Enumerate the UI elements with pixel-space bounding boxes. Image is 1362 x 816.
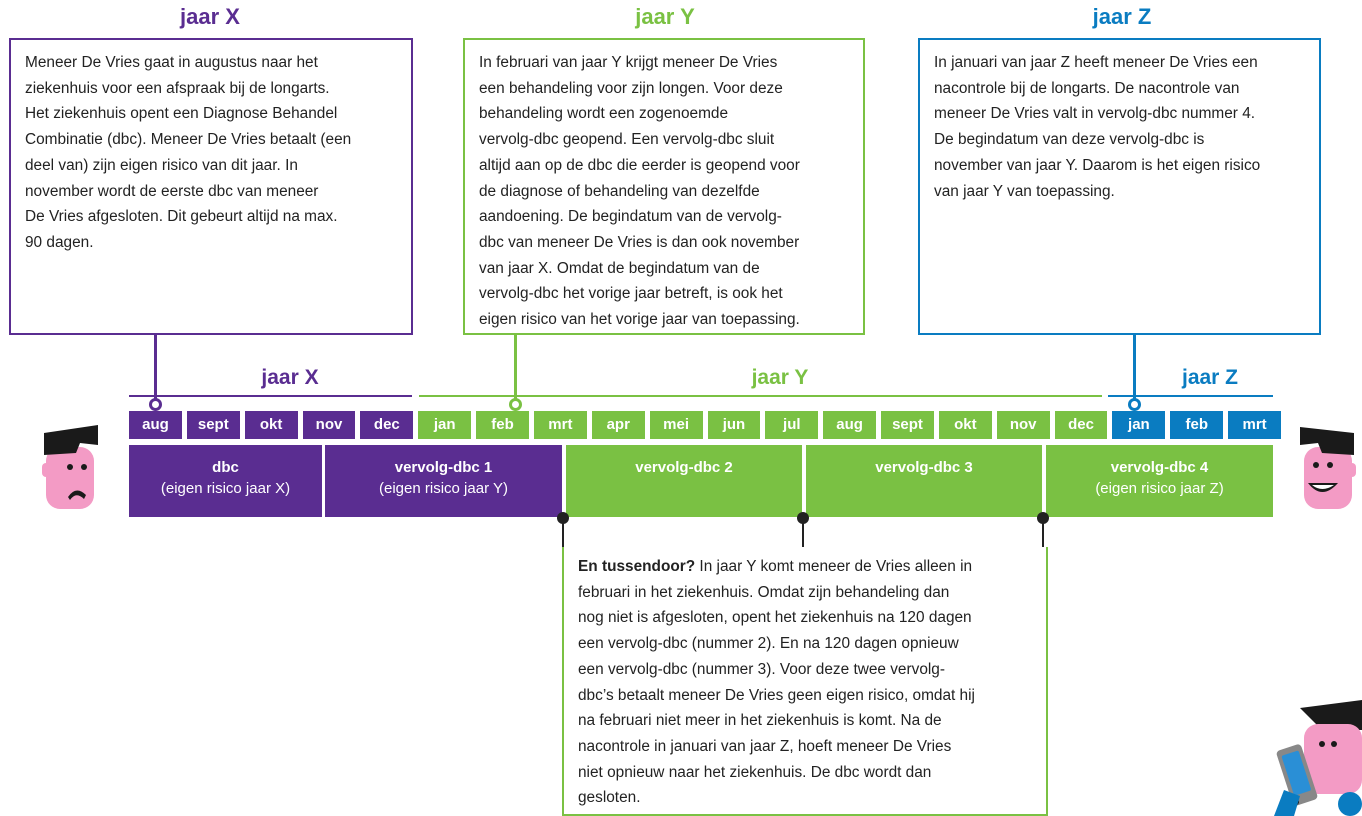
month-dec: dec xyxy=(1054,411,1108,439)
box-y-line: In februari van jaar Y krijgt meneer De … xyxy=(479,54,778,71)
box-x-line: deel van) zijn eigen risico van dit jaar… xyxy=(25,156,298,174)
box-tussendoor-line: gesloten. xyxy=(578,789,641,807)
vervolg-dbc-4-bar: vervolg-dbc 4 (eigen risico jaar Z) xyxy=(1046,445,1273,517)
dbc-name: vervolg-dbc 1 xyxy=(394,459,493,476)
box-tussendoor-line: nog niet is afgesloten, opent het zieken… xyxy=(578,609,972,627)
timeline-jaar-x: jaar X xyxy=(261,366,319,389)
box-tussendoor-line: na februari niet meer in het ziekenhuis … xyxy=(578,712,942,730)
month-feb: feb xyxy=(1170,411,1224,439)
month-sept: sept xyxy=(881,411,934,439)
box-tussendoor-line: dbc’s betaalt meneer De Vries geen eigen… xyxy=(578,686,975,704)
box-x-line: november wordt de eerste dbc van meneer xyxy=(25,182,319,200)
box-y-line: van jaar X. Omdat de begindatum van de xyxy=(479,259,760,277)
timeline-jaar-y-line xyxy=(419,395,1102,397)
dbc-name: vervolg-dbc 2 xyxy=(635,459,733,476)
box-y-line: een behandeling voor zijn longen. Voor d… xyxy=(479,79,783,97)
timeline-jaar-y: jaar Y xyxy=(751,366,809,389)
month-jun: jun xyxy=(707,411,761,439)
month-jan: jan xyxy=(418,411,472,439)
month-apr: apr xyxy=(591,411,645,439)
month-sept: sept xyxy=(186,411,240,439)
box-jaar-x: Meneer De Vries gaat in augustus naar he… xyxy=(9,38,413,335)
box-y-line: behandeling wordt een zogenoemde xyxy=(479,105,729,123)
timeline-jaar-x-line xyxy=(129,395,412,397)
box-tussendoor-line: een vervolg-dbc (nummer 2). En na 120 da… xyxy=(578,635,959,653)
jaar-x-title: jaar X xyxy=(180,4,240,29)
connector-dot-y xyxy=(509,398,522,411)
tick-line xyxy=(1042,517,1044,549)
box-tussendoor-line: een vervolg-dbc (nummer 3). Voor deze tw… xyxy=(578,660,945,678)
dbc-sub: (eigen risico jaar Z) xyxy=(1095,480,1224,497)
box-z-line: De begindatum van deze vervolg-dbc is xyxy=(934,131,1205,149)
tick-line xyxy=(802,517,804,549)
happy-face-icon xyxy=(1300,427,1356,509)
month-jul: jul xyxy=(765,411,819,439)
box-tussendoor-line: niet opnieuw naar het ziekenhuis. De dbc… xyxy=(578,763,932,781)
box-z-line: meneer De Vries valt in vervolg-dbc numm… xyxy=(934,105,1256,123)
dbc-sub: (eigen risico jaar X) xyxy=(160,480,291,497)
box-x-line: De Vries afgesloten. Dit gebeurt altijd … xyxy=(25,208,338,226)
box-x-line: Meneer De Vries gaat in augustus naar he… xyxy=(25,54,318,71)
box-x-line: ziekenhuis voor een afspraak bij de long… xyxy=(25,79,330,97)
tussendoor-line-0: In jaar Y komt meneer de Vries alleen in xyxy=(695,558,973,575)
box-z-line: In januari van jaar Z heeft meneer De Vr… xyxy=(934,54,1258,71)
box-z-line: van jaar Y van toepassing. xyxy=(934,182,1115,200)
box-y-line: vervolg-dbc het vorige jaar betreft, is … xyxy=(479,285,783,303)
month-jan: jan xyxy=(1112,411,1166,439)
vervolg-dbc-3-bar: vervolg-dbc 3 xyxy=(806,445,1042,517)
box-x-line: Combinatie (dbc). Meneer De Vries betaal… xyxy=(25,131,352,149)
box-z-line: november van jaar Y. Daarom is het eigen… xyxy=(934,156,1261,174)
dbc-name: vervolg-dbc 4 xyxy=(1110,459,1209,476)
box-tussendoor-line: nacontrole in januari van jaar Z, hoeft … xyxy=(578,737,952,755)
timeline-jaar-z-line xyxy=(1108,395,1273,397)
box-tussendoor: En tussendoor? In jaar Y komt meneer de … xyxy=(562,547,1048,816)
connector-z xyxy=(1133,335,1136,405)
sad-face-icon xyxy=(42,425,98,509)
month-dec: dec xyxy=(360,411,414,439)
tick-pin xyxy=(797,512,809,524)
tick-line xyxy=(562,517,564,549)
box-y-line: aandoening. De begindatum van de vervolg… xyxy=(479,208,782,226)
month-okt: okt xyxy=(938,411,992,439)
box-y-line: altijd aan op de dbc die eerder is geope… xyxy=(479,156,800,174)
connector-y xyxy=(514,335,517,405)
dbc-sub: (eigen risico jaar Y) xyxy=(379,480,508,497)
dbc-bar: dbc (eigen risico jaar X) xyxy=(129,445,322,517)
vervolg-dbc-2-bar: vervolg-dbc 2 xyxy=(566,445,802,517)
tick-pin xyxy=(557,512,569,524)
connector-dot-x xyxy=(149,398,162,411)
box-tussendoor-line: En tussendoor? In jaar Y komt meneer de … xyxy=(578,554,1032,580)
box-y-line: vervolg-dbc geopend. Een vervolg-dbc slu… xyxy=(479,131,775,149)
box-z-line: nacontrole bij de longarts. De nacontrol… xyxy=(934,79,1240,97)
connector-x xyxy=(154,335,157,405)
tussendoor-title: En tussendoor? xyxy=(578,558,696,575)
jaar-z-title: jaar Z xyxy=(1092,4,1152,29)
box-y-line: de diagnose of behandeling van dezelfde xyxy=(479,182,760,200)
dbc-name: vervolg-dbc 3 xyxy=(875,459,973,476)
phone-person-icon xyxy=(1274,700,1362,816)
connector-dot-z xyxy=(1128,398,1141,411)
box-jaar-z: In januari van jaar Z heeft meneer De Vr… xyxy=(918,38,1321,335)
tick-pin xyxy=(1037,512,1049,524)
box-x-line: 90 dagen. xyxy=(25,233,94,251)
month-feb: feb xyxy=(476,411,529,439)
box-jaar-y: In februari van jaar Y krijgt meneer De … xyxy=(463,38,865,335)
month-mei: mei xyxy=(649,411,703,439)
jaar-y-title: jaar Y xyxy=(635,4,695,29)
box-x-line: Het ziekenhuis opent een Diagnose Behand… xyxy=(25,105,338,123)
box-y-line: eigen risico van het vorige jaar van toe… xyxy=(479,311,800,329)
month-aug: aug xyxy=(823,411,877,439)
month-aug: aug xyxy=(129,411,182,439)
month-okt: okt xyxy=(244,411,298,439)
month-nov: nov xyxy=(996,411,1050,439)
timeline-jaar-z: jaar Z xyxy=(1181,366,1239,389)
month-mrt: mrt xyxy=(1228,411,1282,439)
vervolg-dbc-1-bar: vervolg-dbc 1 (eigen risico jaar Y) xyxy=(325,445,562,517)
month-mrt: mrt xyxy=(533,411,587,439)
month-nov: nov xyxy=(302,411,356,439)
dbc-name: dbc xyxy=(212,459,239,476)
box-y-line: dbc van meneer De Vries is dan ook novem… xyxy=(479,233,800,251)
box-tussendoor-line: februari in het ziekenhuis. Omdat zijn b… xyxy=(578,583,950,601)
